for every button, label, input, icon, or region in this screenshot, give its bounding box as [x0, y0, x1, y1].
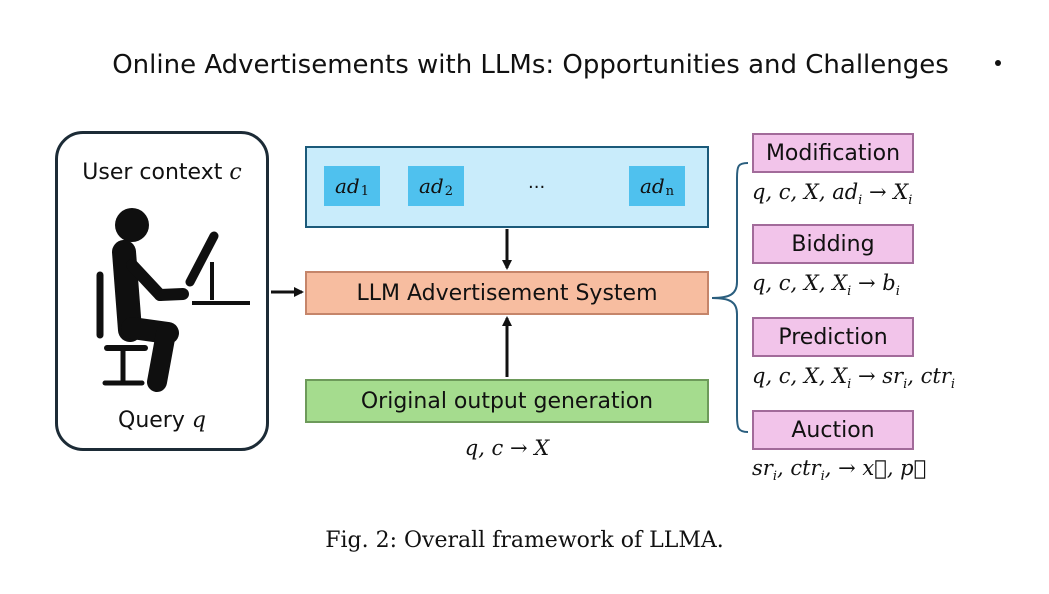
step-auction-formula: sri, ctri, → x⃗, p⃗ [752, 456, 927, 485]
step-modification-formula: q, c, X, adi → Xi [752, 180, 913, 209]
step-modification-box: Modification [752, 133, 914, 173]
ads-ellipsis: ... [528, 172, 546, 193]
corner-dot [995, 60, 1001, 66]
step-bidding-formula: q, c, X, Xi → bi [752, 271, 900, 300]
original-label: Original output generation [360, 388, 654, 414]
step-label: Prediction [778, 324, 888, 350]
system-label: LLM Advertisement System [356, 280, 658, 306]
page-title: Online Advertisements with LLMs: Opportu… [112, 50, 949, 80]
step-prediction-formula: q, c, X, Xi → sri, ctri [752, 364, 956, 393]
query-label: Query q [118, 408, 206, 433]
curly-brace [711, 162, 749, 433]
original-output-box: Original output generation [305, 379, 709, 423]
llm-advertisement-system-box: LLM Advertisement System [305, 271, 709, 315]
step-label: Bidding [791, 231, 875, 257]
step-label: Auction [791, 417, 875, 443]
user-context-label: User context c [82, 160, 242, 185]
step-prediction-box: Prediction [752, 317, 914, 357]
step-label: Modification [765, 140, 901, 166]
original-formula: q, c → X [464, 436, 550, 460]
step-bidding-box: Bidding [752, 224, 914, 264]
person-at-computer-icon [96, 208, 250, 392]
step-auction-box: Auction [752, 410, 914, 450]
figure-caption: Fig. 2: Overall framework of LLMA. [325, 528, 724, 553]
